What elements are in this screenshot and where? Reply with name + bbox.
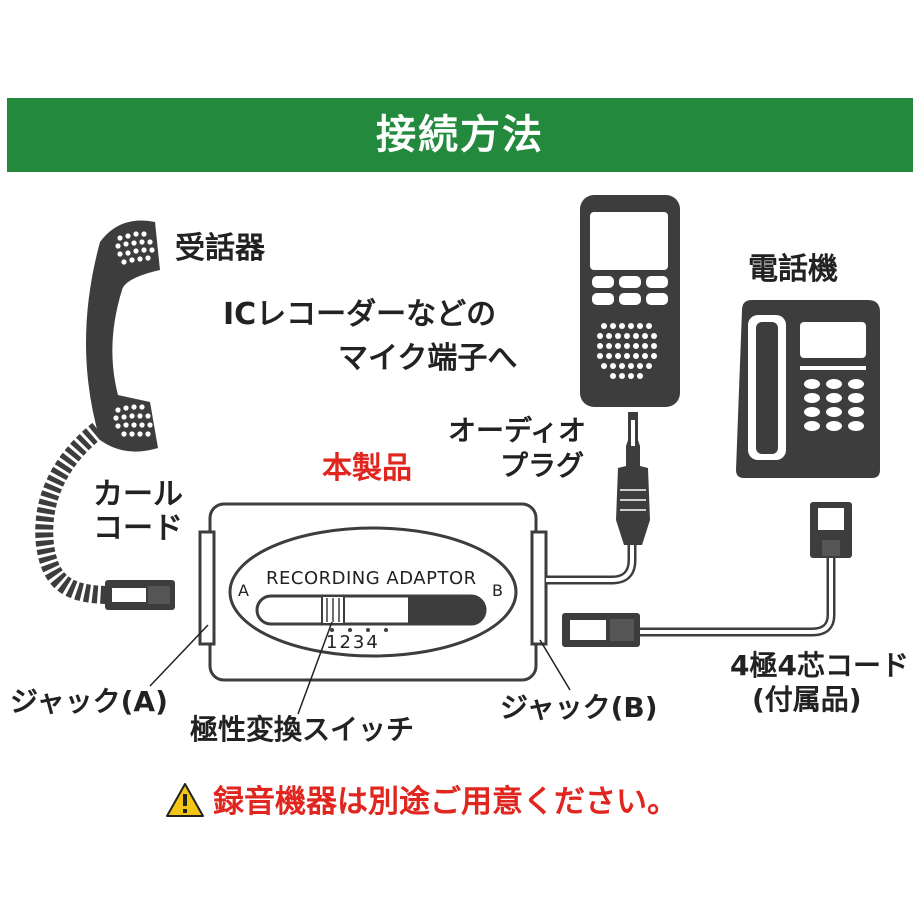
recording-adaptor-device [198, 502, 548, 682]
cord-label-line1: 4極4芯コード [730, 649, 909, 682]
recorder-label-line1: ICレコーダーなどの [223, 297, 497, 332]
curl-cord-label-line1: カール [93, 477, 183, 512]
telephone-icon [736, 300, 880, 478]
jack-a-label: ジャック(A) [10, 685, 168, 718]
curl-cord [35, 422, 111, 604]
audio-plug-icon [616, 412, 650, 545]
handset-icon [86, 220, 160, 452]
switch-positions: 1234 [326, 632, 380, 653]
polarity-switch-label: 極性変換スイッチ [190, 713, 415, 746]
jack-b-label: ジャック(B) [500, 691, 658, 724]
modular-plug-phone [810, 502, 852, 558]
ic-recorder-icon [580, 195, 680, 407]
audio-plug-label-line1: オーディオ [448, 414, 587, 447]
adaptor-side-a: A [238, 581, 249, 600]
adaptor-title: RECORDING ADAPTOR [266, 568, 477, 589]
warning-triangle-icon [166, 783, 204, 817]
telephone-label: 電話機 [748, 252, 838, 287]
cord-label-line2: (付属品) [752, 683, 862, 716]
modular-plug-b [562, 613, 640, 647]
warning-text: 録音機器は別途ご用意ください。 [213, 784, 678, 820]
modular-plug-a [105, 580, 175, 610]
warning-notice: 録音機器は別途ご用意ください。 [165, 780, 765, 824]
recorder-label-line2: マイク端子へ [338, 341, 518, 376]
section-header: 接続方法 [7, 98, 913, 172]
curl-cord-label-line2: コード [93, 511, 183, 546]
receiver-label: 受話器 [175, 231, 265, 266]
adaptor-side-b: B [492, 581, 503, 600]
header-title: 接続方法 [376, 112, 544, 158]
audio-plug-label-line2: プラグ [500, 449, 585, 482]
product-label: 本製品 [322, 451, 412, 486]
